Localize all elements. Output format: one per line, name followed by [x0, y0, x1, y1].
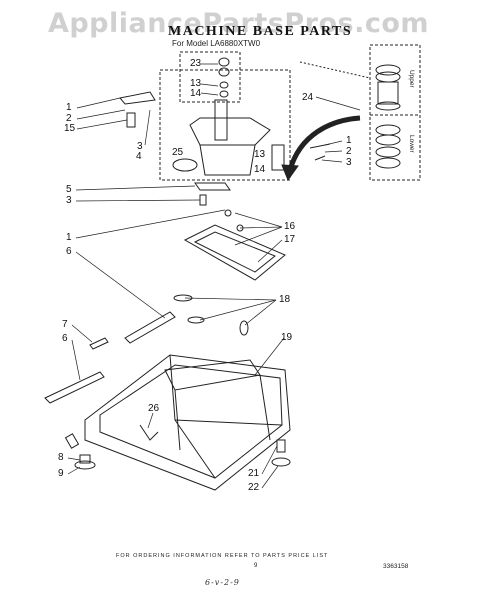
callout-1: 1 [66, 102, 72, 113]
callout-23: 23 [190, 58, 202, 69]
callout-14: 14 [190, 88, 202, 99]
inset-lower-label: Lower [408, 135, 415, 153]
callout-22: 22 [248, 482, 260, 493]
part-13-14 [271, 144, 285, 171]
seal-25 [172, 158, 198, 172]
callout-16: 16 [284, 221, 296, 232]
ordering-note: FOR ORDERING INFORMATION REFER TO PARTS … [116, 553, 329, 559]
diagram-title: MACHINE BASE PARTS [168, 24, 353, 39]
upper-bearing [377, 81, 399, 105]
callout-8: 8 [58, 452, 64, 463]
page-number: 9 [254, 563, 258, 569]
callout-1-right: 1 [346, 135, 352, 146]
model-number: For Model LA6880XTW0 [172, 39, 261, 48]
callout-25: 25 [172, 147, 184, 158]
callout-18: 18 [279, 294, 291, 305]
callout-4: 4 [136, 151, 142, 162]
callout-3-left: 3 [66, 195, 72, 206]
callout-1-left: 1 [66, 232, 72, 243]
callout-6-upper: 6 [66, 246, 72, 257]
callout-13: 13 [190, 78, 202, 89]
callout-15: 15 [64, 123, 76, 134]
rail-6b [44, 371, 105, 404]
callout-5: 5 [66, 184, 72, 195]
callout-19: 19 [281, 332, 293, 343]
callout-3: 3 [137, 141, 143, 152]
callout-13-lower: 13 [254, 149, 266, 160]
callout-17: 17 [284, 234, 296, 245]
rail-6a [124, 311, 176, 344]
callout-6-lower: 6 [62, 333, 68, 344]
part-26 [139, 424, 159, 441]
inset-arrow [287, 115, 361, 171]
callout-26: 26 [148, 403, 160, 414]
pump-frame [183, 224, 286, 281]
callout-24: 24 [302, 92, 314, 103]
transmission-group-box [159, 69, 291, 181]
watermark: AppliancePartsPros.com [47, 8, 430, 39]
document-number: 3363158 [383, 563, 409, 570]
callout-2: 2 [66, 113, 72, 124]
callout-2-right: 2 [346, 146, 352, 157]
bearing-inset-box [369, 44, 421, 181]
callout-21: 21 [248, 468, 260, 479]
callout-7: 7 [62, 319, 68, 330]
callout-3-right: 3 [346, 157, 352, 168]
transmission [189, 117, 271, 146]
bearing-group-box [179, 51, 241, 103]
callout-9: 9 [58, 468, 64, 479]
inset-upper-label: Upper [408, 70, 415, 88]
handwritten-note: 6-v-2-9 [205, 578, 240, 587]
callout-14-lower: 14 [254, 164, 266, 175]
